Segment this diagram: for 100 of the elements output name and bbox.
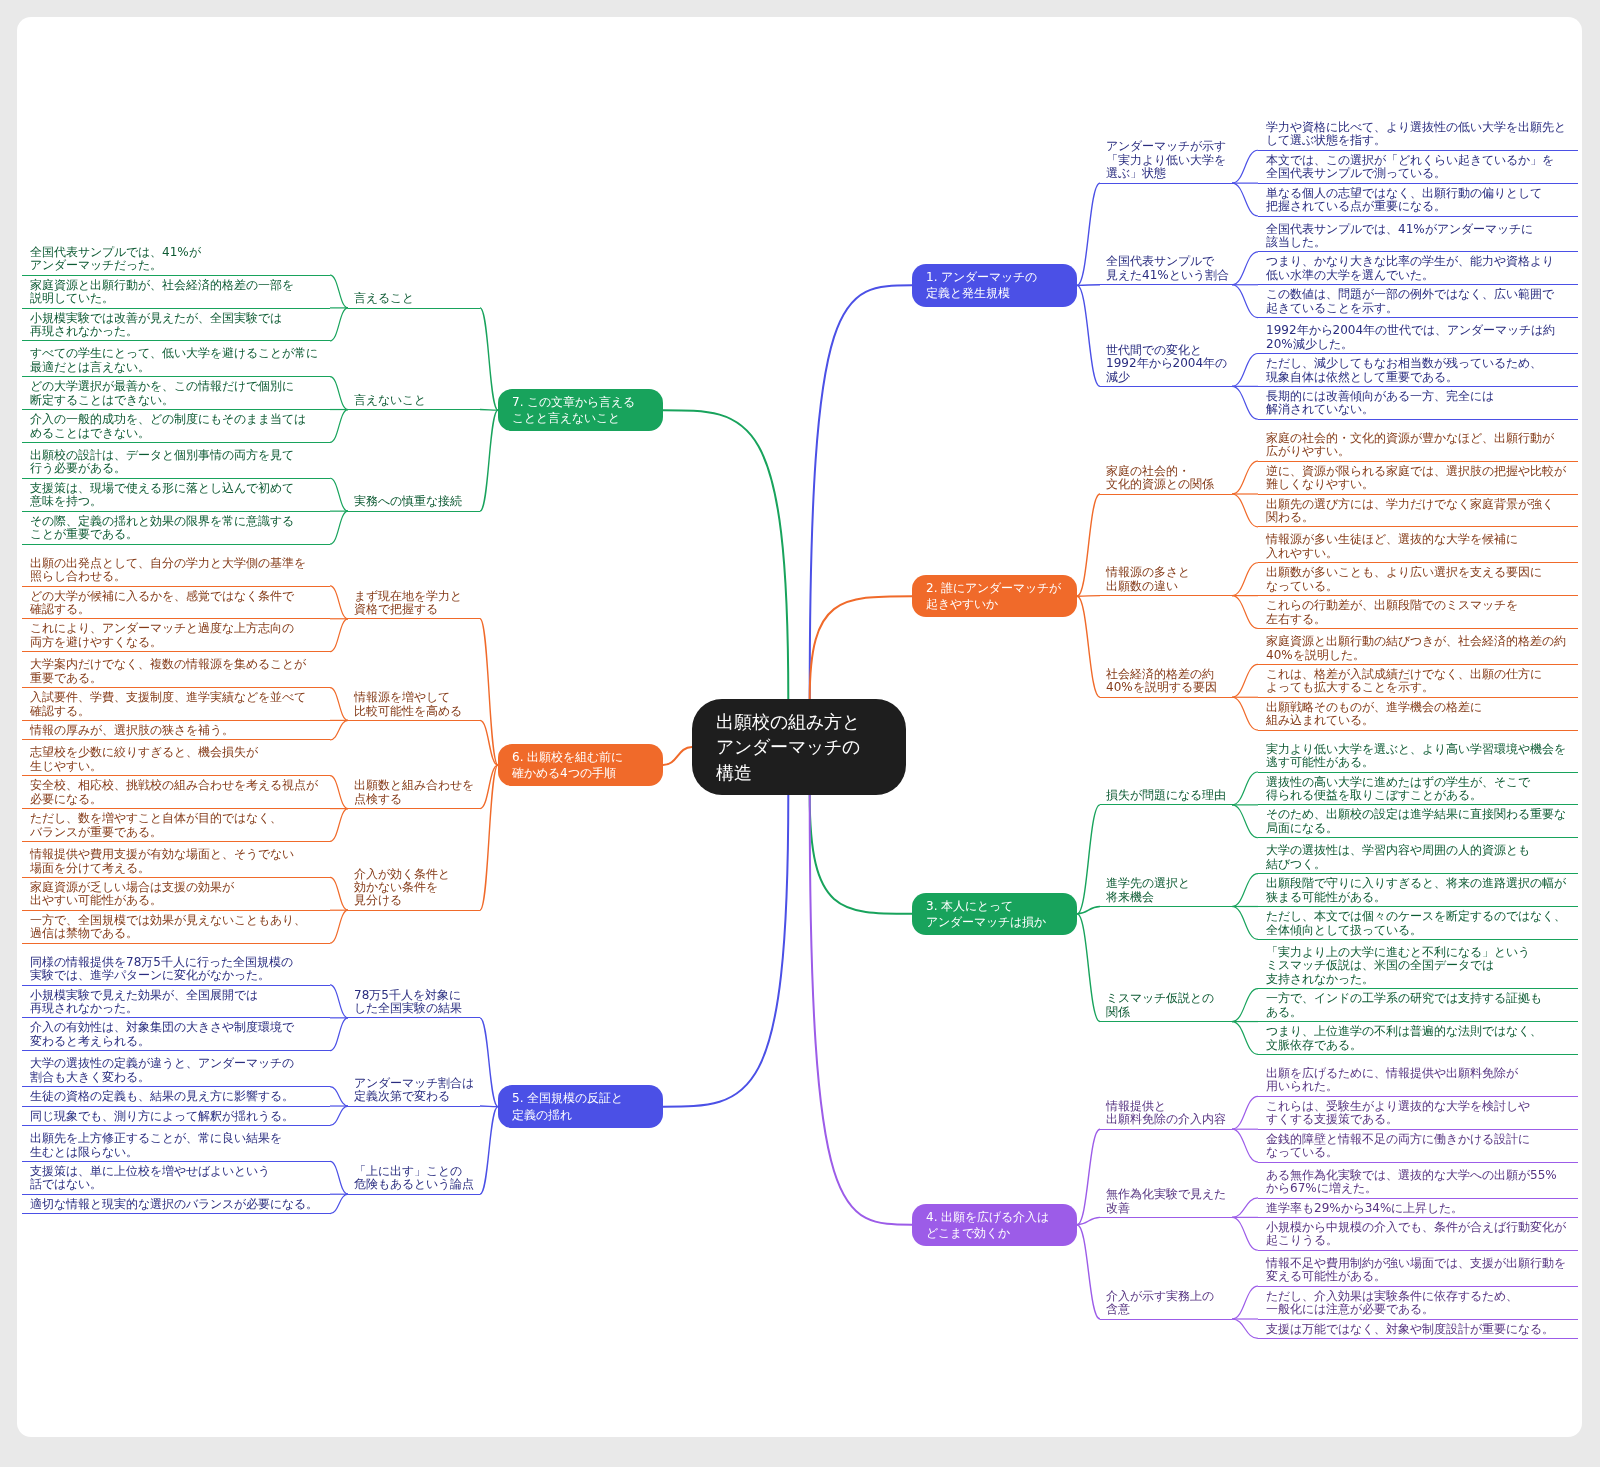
subtopic-label: ミスマッチ仮説との関係 xyxy=(1100,992,1232,1023)
note-label: つまり、上位進学の不利は普遍的な法則ではなく、文脈依存である。 xyxy=(1258,1025,1578,1056)
connector-line xyxy=(1231,1128,1259,1163)
note-label: 介入の一般的成功を、どの制度にもそのまま当てはめることはできない。 xyxy=(22,413,330,443)
note-label: 家庭の社会的・文化的資源が豊かなほど、出願行動が広がりやすい。 xyxy=(1258,431,1578,462)
note-label: すべての学生にとって、低い大学を避けることが常に最適だとは言えない。 xyxy=(22,347,330,378)
note-label: 出願先を上方修正することが、常に良い結果を生むとは限らない。 xyxy=(22,1132,330,1162)
connector-line xyxy=(662,793,790,1108)
connector-line xyxy=(1231,696,1259,731)
note-label: 一方で、インドの工学系の研究では支持する証拠もある。 xyxy=(1258,992,1578,1023)
connector-line xyxy=(479,618,499,766)
branch-topic: 3. 本人にとってアンダーマッチは損か xyxy=(912,892,1077,935)
note-label: 進学率も29%から34%に上昇した。 xyxy=(1258,1201,1578,1218)
connector-line xyxy=(329,1193,349,1215)
note-label: 大学の選抜性の定義が違うと、アンダーマッチの割合も大きく変わる。 xyxy=(22,1057,330,1088)
connector-line xyxy=(1231,385,1259,420)
connector-line xyxy=(329,1105,349,1107)
branch-topic: 2. 誰にアンダーマッチが起きやすいか xyxy=(912,575,1077,618)
subtopic-label: アンダーマッチ割合は定義次第で変わる xyxy=(348,1076,480,1107)
connector-line xyxy=(479,408,499,411)
connector-line xyxy=(329,307,349,309)
connector-line xyxy=(1076,284,1101,287)
connector-line xyxy=(808,793,913,1226)
connector-line xyxy=(1231,873,1259,908)
note-label: 家庭資源が乏しい場合は支援の効果が出やすい可能性がある。 xyxy=(22,880,330,911)
subtopic-label: 家庭の社会的・文化的資源との関係 xyxy=(1100,464,1232,495)
subtopic-label: 情報源の多さと出願数の違い xyxy=(1100,566,1232,597)
connector-line xyxy=(1076,182,1101,287)
note-label: 家庭資源と出願行動が、社会経済的格差の一部を説明していた。 xyxy=(22,278,330,309)
connector-line xyxy=(1231,804,1259,839)
connector-line xyxy=(1231,251,1259,286)
subtopic-label: 進学先の選択と将来機会 xyxy=(1100,877,1232,908)
subtopic-label: 言えないこと xyxy=(348,393,480,411)
note-label: 実力より低い大学を選ぶと、より高い学習環境や機会を逃す可能性がある。 xyxy=(1258,742,1578,773)
connector-line xyxy=(479,719,499,766)
note-label: 支援策は、現場で使える形に落とし込んで初めて意味を持つ。 xyxy=(22,481,330,512)
note-label: つまり、かなり大きな比率の学生が、能力や資格より低い水準の大学を選んでいた。 xyxy=(1258,255,1578,286)
note-label: 情報の厚みが、選択肢の狭さを補う。 xyxy=(22,724,330,741)
connector-line xyxy=(1231,804,1259,806)
note-label: 逆に、資源が限られる家庭では、選択肢の把握や比較が難しくなりやすい。 xyxy=(1258,464,1578,495)
note-label: 学力や資格に比べて、より選抜性の低い大学を出願先として選ぶ状態を指す。 xyxy=(1258,120,1578,151)
connector-line xyxy=(1076,284,1101,388)
connector-line xyxy=(329,984,349,1019)
connector-line xyxy=(1231,905,1259,940)
subtopic-label: 全国代表サンプルで見えた41%という割合 xyxy=(1100,255,1232,286)
note-label: 選抜性の高い大学に進めたはずの学生が、そこで得られる便益を取りこぼすことがある。 xyxy=(1258,775,1578,806)
note-label: 全国代表サンプルでは、41%がアンダーマッチだった。 xyxy=(22,245,330,276)
connector-line xyxy=(1231,562,1259,597)
subtopic-label: 情報提供と出願料免除の介入内容 xyxy=(1100,1099,1232,1130)
connector-line xyxy=(479,409,499,512)
note-label: そのため、出願校の設定は進学結果に直接関わる重要な局面になる。 xyxy=(1258,808,1578,839)
note-label: 支援策は、単に上位校を増やせばよいという話ではない。 xyxy=(22,1164,330,1195)
connector-line xyxy=(1076,804,1101,915)
note-label: 入試要件、学費、支援制度、進学実績などを並べて確認する。 xyxy=(22,691,330,721)
subtopic-label: 出願数と組み合わせを点検する xyxy=(348,779,480,810)
connector-line xyxy=(479,764,499,911)
note-label: 情報不足や費用制約が強い場面では、支援が出願行動を変える可能性がある。 xyxy=(1258,1256,1578,1287)
note-label: 本文では、この選択が「どれくらい起きているか」を全国代表サンプルで測っている。 xyxy=(1258,153,1578,184)
subtopic-label: 世代間での変化と1992年から2004年の減少 xyxy=(1100,343,1232,387)
note-label: 出願戦略そのものが、進学機会の格差に組み込まれている。 xyxy=(1258,700,1578,731)
subtopic-label: 情報源を増やして比較可能性を高める xyxy=(348,691,480,721)
connector-line xyxy=(329,1017,349,1019)
connector-line xyxy=(329,808,349,810)
subtopic-label: 介入が示す実務上の含意 xyxy=(1100,1289,1232,1320)
note-label: 支援は万能ではなく、対象や制度設計が重要になる。 xyxy=(1258,1322,1578,1340)
note-label: この数値は、問題が一部の例外ではなく、広い範囲で起きていることを示す。 xyxy=(1258,288,1578,319)
connector-line xyxy=(1076,1224,1101,1320)
subtopic-label: 損失が問題になる理由 xyxy=(1100,789,1232,806)
branch-topic: 7. この文章から言えることと言えないこと xyxy=(498,388,663,432)
connector-line xyxy=(329,510,349,545)
subtopic-label: 社会経済的格差の約40%を説明する要因 xyxy=(1100,667,1232,698)
note-label: 出願の出発点として、自分の学力と大学側の基準を照らし合わせる。 xyxy=(22,556,330,587)
note-label: 適切な情報と現実的な選択のバランスが必要になる。 xyxy=(22,1197,330,1215)
connector-line xyxy=(329,775,349,810)
note-label: 単なる個人の志望ではなく、出願行動の偏りとして把握されている点が重要になる。 xyxy=(1258,186,1578,217)
connector-line xyxy=(329,307,349,342)
connector-line xyxy=(329,376,349,411)
connector-line xyxy=(1231,182,1259,184)
note-label: 「実力より上の大学に進むと不利になる」というミスマッチ仮説は、米国の全国データでは支持されなかった。 xyxy=(1258,945,1578,990)
connector-line xyxy=(1231,493,1259,528)
connector-line xyxy=(479,1105,499,1195)
central-topic: 出願校の組み方とアンダーマッチの構造 xyxy=(692,699,906,795)
note-label: 小規模実験では改善が見えたが、全国実験では再現されなかった。 xyxy=(22,311,330,342)
subtopic-label: 無作為化実験で見えた改善 xyxy=(1100,1188,1232,1218)
note-label: 出願段階で守りに入りすぎると、将来の進路選択の幅が狭まる可能性がある。 xyxy=(1258,877,1578,908)
connector-line xyxy=(1076,905,1101,915)
subtopic-label: 言えること xyxy=(348,292,480,309)
subtopic-label: 実務への慎重な接続 xyxy=(348,495,480,512)
connector-line xyxy=(1076,595,1101,698)
note-label: ただし、介入効果は実験条件に依存するため、一般化には注意が必要である。 xyxy=(1258,1289,1578,1320)
note-label: これらの行動差が、出願段階でのミスマッチを左右する。 xyxy=(1258,599,1578,630)
connector-line xyxy=(329,1105,349,1127)
note-label: 小規模実験で見えた効果が、全国展開では再現されなかった。 xyxy=(22,988,330,1019)
note-label: 情報提供や費用支援が有効な場面と、そうでない場面を分けて考える。 xyxy=(22,848,330,878)
note-label: 同じ現象でも、測り方によって解釈が揺れうる。 xyxy=(22,1109,330,1127)
note-label: ある無作為化実験では、選抜的な大学への出願が55%から67%に増えた。 xyxy=(1258,1168,1578,1199)
connector-line xyxy=(1231,663,1259,698)
note-label: 出願数が多いことも、より広い選択を支える要因になっている。 xyxy=(1258,566,1578,597)
note-label: ただし、減少してもなお相当数が残っているため、現象自体は依然として重要である。 xyxy=(1258,357,1578,387)
connector-line xyxy=(329,1017,349,1052)
